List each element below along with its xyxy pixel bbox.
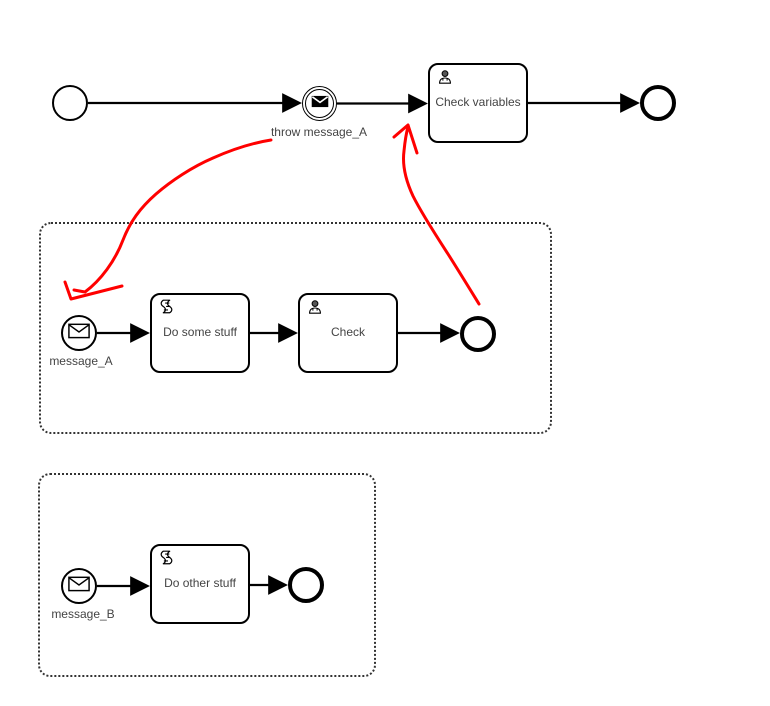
throw-event-label: throw message_A: [270, 125, 368, 139]
throw-event-inner-circle: [304, 88, 335, 119]
script-icon: [159, 550, 174, 572]
script-icon: [159, 299, 174, 321]
user-icon: [307, 299, 323, 320]
end-event-subprocess-a[interactable]: [460, 316, 496, 352]
intermediate-throw-message-event[interactable]: [302, 86, 337, 121]
message-icon: [68, 576, 90, 597]
red-annotation-arrow-to-message-a: [63, 138, 273, 301]
task-label: Do other stuff: [164, 576, 236, 591]
subprocess-message-a-container[interactable]: [39, 222, 552, 434]
message-a-label: message_A: [49, 354, 113, 368]
message-filled-icon: [311, 95, 329, 113]
task-label: Check variables: [435, 95, 521, 110]
message-b-label: message_B: [51, 607, 115, 621]
task-label: Check: [330, 325, 365, 340]
end-event-subprocess-b[interactable]: [288, 567, 324, 603]
task-check[interactable]: Check: [298, 293, 398, 373]
end-event-main[interactable]: [640, 85, 676, 121]
task-check-variables[interactable]: Check variables: [428, 63, 528, 143]
message-start-event-a[interactable]: [61, 315, 97, 351]
subprocess-message-b-container[interactable]: [38, 473, 376, 677]
message-start-event-b[interactable]: [61, 568, 97, 604]
red-annotation-arrow-to-check-variables: [392, 123, 481, 306]
message-icon: [68, 323, 90, 344]
user-icon: [437, 69, 453, 90]
task-do-other-stuff[interactable]: Do other stuff: [150, 544, 250, 624]
start-event-main[interactable]: [52, 85, 88, 121]
task-do-some-stuff[interactable]: Do some stuff: [150, 293, 250, 373]
task-label: Do some stuff: [163, 325, 237, 340]
